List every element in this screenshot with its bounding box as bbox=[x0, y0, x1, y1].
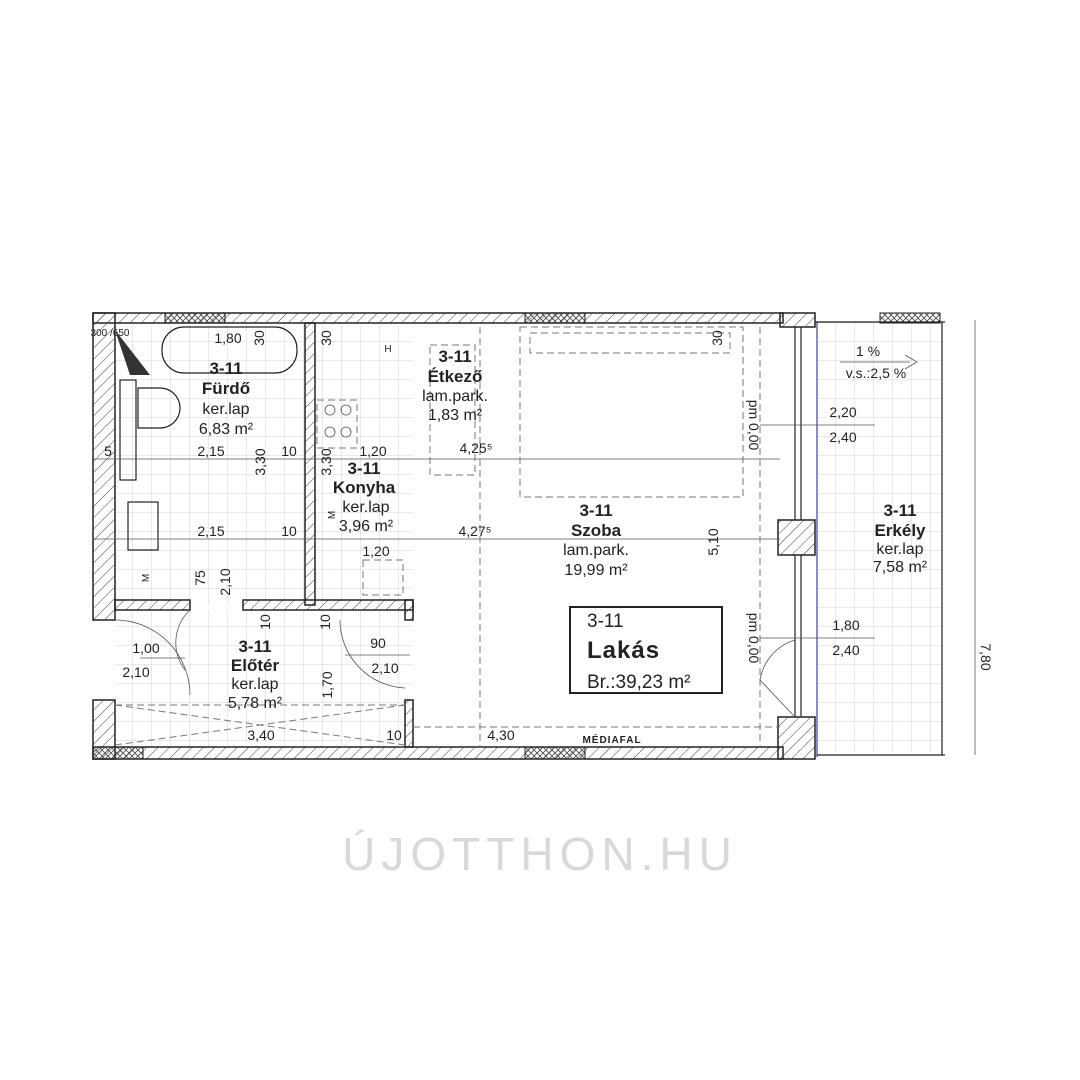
room-name: Fürdő bbox=[202, 379, 250, 398]
dim-label: 2,15 bbox=[197, 523, 224, 539]
room-etkezo: 3-11 Étkező lam.park. 1,83 m² bbox=[422, 347, 488, 424]
dimension-labels: 300 /650 1,80 30 30 30 H 5 2,15 3,30 10 … bbox=[91, 328, 994, 746]
room-id: 3-11 bbox=[579, 501, 612, 520]
apartment-name: Lakás bbox=[587, 637, 660, 664]
toilet-icon bbox=[137, 387, 181, 429]
dim-label: 10 bbox=[257, 614, 273, 630]
dim-label: 4,25⁵ bbox=[459, 440, 492, 456]
fixtures bbox=[114, 326, 796, 747]
m-label: M bbox=[141, 574, 152, 582]
window-height: 2,40 bbox=[832, 642, 859, 658]
room-area: 6,83 m² bbox=[199, 421, 254, 438]
m-label: M bbox=[327, 511, 338, 519]
room-name: Étkező bbox=[428, 367, 483, 386]
apartment-summary-box bbox=[569, 606, 723, 694]
media-wall-label: MÉDIAFAL bbox=[582, 733, 641, 746]
room-eloter: 3-11 Előtér ker.lap 5,78 m² bbox=[228, 637, 283, 712]
room-name: Szoba bbox=[571, 521, 622, 540]
balcony-floor bbox=[818, 322, 942, 752]
room-area: 7,58 m² bbox=[873, 559, 928, 576]
dim-label: 30 bbox=[709, 330, 725, 346]
entry-door-swing[interactable] bbox=[114, 619, 191, 696]
slope-label: 1 % bbox=[856, 343, 880, 359]
dim-label: 3,40 bbox=[247, 727, 274, 743]
room-floor: ker.lap bbox=[202, 401, 249, 418]
watermark: ÚJOTTHON.HU bbox=[342, 828, 738, 880]
window-width: 2,20 bbox=[829, 404, 856, 420]
apartment-summary: 3-11 Lakás Br.:39,23 m² bbox=[587, 611, 691, 693]
level-label: pm 0,00 bbox=[746, 400, 762, 451]
dim-label: 5,10 bbox=[705, 528, 721, 555]
dim-label: 10 bbox=[281, 443, 297, 459]
window-height: 2,40 bbox=[829, 429, 856, 445]
room-area: 5,78 m² bbox=[228, 695, 283, 712]
room-name: Erkély bbox=[874, 521, 926, 540]
vent-label: 300 /650 bbox=[91, 328, 130, 339]
dim-label: 4,27⁵ bbox=[458, 523, 491, 539]
total-depth-label: 7,80 bbox=[978, 643, 994, 670]
vent-shaft-icon bbox=[115, 330, 150, 375]
bathtub-length: 1,80 bbox=[214, 330, 241, 346]
h-label: H bbox=[384, 344, 391, 355]
dining-table-outline bbox=[429, 344, 476, 476]
hallway-floor bbox=[115, 610, 413, 747]
dim-label: 30 bbox=[318, 330, 334, 346]
room-floor: lam.park. bbox=[422, 388, 488, 405]
dim-label: 3,30 bbox=[318, 448, 334, 475]
dim-label: 1,20 bbox=[359, 443, 386, 459]
room-id: 3-11 bbox=[209, 359, 242, 378]
slope-label: v.s.:2,5 % bbox=[846, 365, 906, 381]
dim-label: 30 bbox=[251, 330, 267, 346]
room-id: 3-11 bbox=[883, 501, 916, 520]
bathroom-door-swing[interactable] bbox=[175, 609, 191, 671]
room-floor: ker.lap bbox=[876, 541, 923, 558]
room-floor: ker.lap bbox=[342, 499, 389, 516]
dim-label: 1,20 bbox=[362, 543, 389, 559]
dim-label: 90 bbox=[370, 635, 386, 651]
room-area: 19,99 m² bbox=[564, 562, 628, 579]
dim-label: 2,10 bbox=[371, 660, 398, 676]
sink-icon bbox=[127, 501, 159, 551]
room-konyha: 3-11 Konyha ker.lap 3,96 m² bbox=[333, 459, 396, 535]
room-furdo: 3-11 Fürdő ker.lap 6,83 m² bbox=[199, 359, 254, 438]
room-szoba: 3-11 Szoba lam.park. 19,99 m² bbox=[563, 501, 629, 579]
room-id: 3-11 bbox=[347, 459, 380, 478]
dim-label: 2,10 bbox=[122, 664, 149, 680]
room-name: Előtér bbox=[231, 656, 280, 675]
room-floor: ker.lap bbox=[231, 676, 278, 693]
dim-label: 1,70 bbox=[319, 671, 335, 698]
dim-label: 10 bbox=[281, 523, 297, 539]
room-area: 1,83 m² bbox=[428, 407, 483, 424]
window-width: 1,80 bbox=[832, 617, 859, 633]
bathtub-icon bbox=[161, 326, 298, 374]
dim-label: 5 bbox=[104, 443, 112, 459]
room-id: 3-11 bbox=[438, 347, 471, 366]
dim-label: 1,00 bbox=[132, 640, 159, 656]
bed-outline bbox=[519, 326, 744, 498]
walls bbox=[92, 312, 945, 760]
level-label: pm 0,00 bbox=[746, 613, 762, 664]
kitchen-floor bbox=[315, 325, 413, 605]
dim-label: 75 bbox=[192, 570, 208, 586]
dim-label: 10 bbox=[386, 727, 402, 743]
room-erkely: 3-11 Erkély ker.lap 7,58 m² bbox=[873, 501, 928, 576]
dim-label: 10 bbox=[317, 614, 333, 630]
dimension-lines bbox=[93, 320, 976, 755]
dim-label: 3,30 bbox=[252, 448, 268, 475]
apartment-id: 3-11 bbox=[587, 611, 624, 632]
dim-label: 2,10 bbox=[217, 568, 233, 595]
room-id: 3-11 bbox=[238, 637, 271, 656]
dim-label: 2,15 bbox=[197, 443, 224, 459]
room-name: Konyha bbox=[333, 478, 396, 497]
dim-label: 4,30 bbox=[487, 727, 514, 743]
room-area: 3,96 m² bbox=[339, 518, 394, 535]
room-door-swing[interactable] bbox=[339, 619, 406, 689]
apartment-area: Br.:39,23 m² bbox=[587, 672, 691, 693]
room-floor: lam.park. bbox=[563, 542, 629, 559]
